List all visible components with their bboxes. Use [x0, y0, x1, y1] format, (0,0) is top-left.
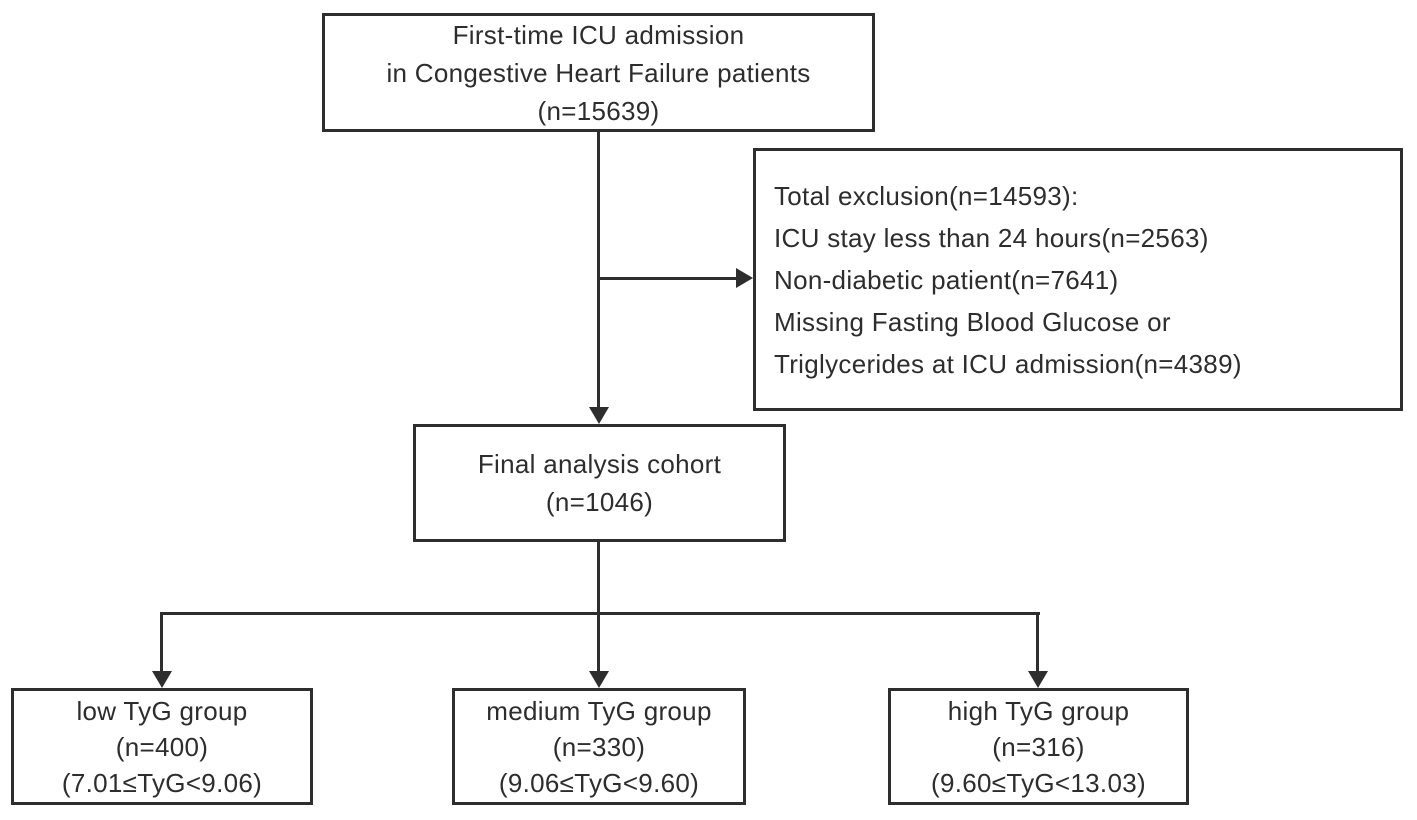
- box-text-line: high TyG group: [947, 695, 1130, 726]
- box-text-line: (n=330): [552, 731, 646, 762]
- flow-box-final-cohort: Final analysis cohort (n=1046): [413, 424, 786, 542]
- connector-branch-to-exclusion: [599, 277, 739, 280]
- arrowhead-into-final-icon: [589, 407, 609, 424]
- box-text-line: medium TyG group: [486, 695, 712, 726]
- box-text-line: (n=400): [115, 731, 209, 762]
- connector-splitter-to-low: [160, 612, 163, 673]
- box-text-line: (9.06≤TyG<9.60): [498, 767, 700, 798]
- flow-box-high-tyg: high TyG group (n=316) (9.60≤TyG<13.03): [888, 688, 1189, 805]
- box-text-line: Total exclusion(n=14593):: [774, 180, 1079, 211]
- flow-box-exclusion: Total exclusion(n=14593): ICU stay less …: [753, 148, 1403, 411]
- connector-splitter-to-high: [1036, 612, 1039, 673]
- box-text-line: Missing Fasting Blood Glucose or: [774, 306, 1171, 337]
- box-text-line: Final analysis cohort: [477, 449, 722, 479]
- connector-splitter-bar: [161, 612, 1040, 615]
- connector-top-to-final: [597, 132, 600, 412]
- box-text-line: Triglycerides at ICU admission(n=4389): [774, 348, 1242, 379]
- box-text-line: low TyG group: [76, 695, 248, 726]
- box-text-line: First-time ICU admission: [452, 19, 745, 50]
- box-text-line: (9.60≤TyG<13.03): [931, 767, 1146, 798]
- box-text-line: in Congestive Heart Failure patients: [386, 57, 811, 88]
- box-text-line: (n=316): [992, 731, 1085, 762]
- box-text-line: Non-diabetic patient(n=7641): [774, 264, 1119, 295]
- flow-box-icu-admission: First-time ICU admission in Congestive H…: [322, 13, 875, 132]
- arrowhead-into-high-icon: [1028, 671, 1048, 688]
- arrowhead-into-low-icon: [152, 671, 172, 688]
- box-text-line: (n=1046): [545, 487, 654, 517]
- box-text-line: ICU stay less than 24 hours(n=2563): [774, 222, 1209, 253]
- connector-final-to-splitter: [597, 542, 600, 614]
- connector-splitter-to-medium: [597, 612, 600, 673]
- flow-box-medium-tyg: medium TyG group (n=330) (9.06≤TyG<9.60): [452, 688, 746, 805]
- arrowhead-into-medium-icon: [589, 671, 609, 688]
- box-text-line: (7.01≤TyG<9.06): [61, 767, 263, 798]
- box-text-line: (n=15639): [537, 95, 660, 126]
- flow-box-low-tyg: low TyG group (n=400) (7.01≤TyG<9.06): [11, 688, 313, 805]
- arrowhead-into-exclusion-icon: [736, 268, 753, 288]
